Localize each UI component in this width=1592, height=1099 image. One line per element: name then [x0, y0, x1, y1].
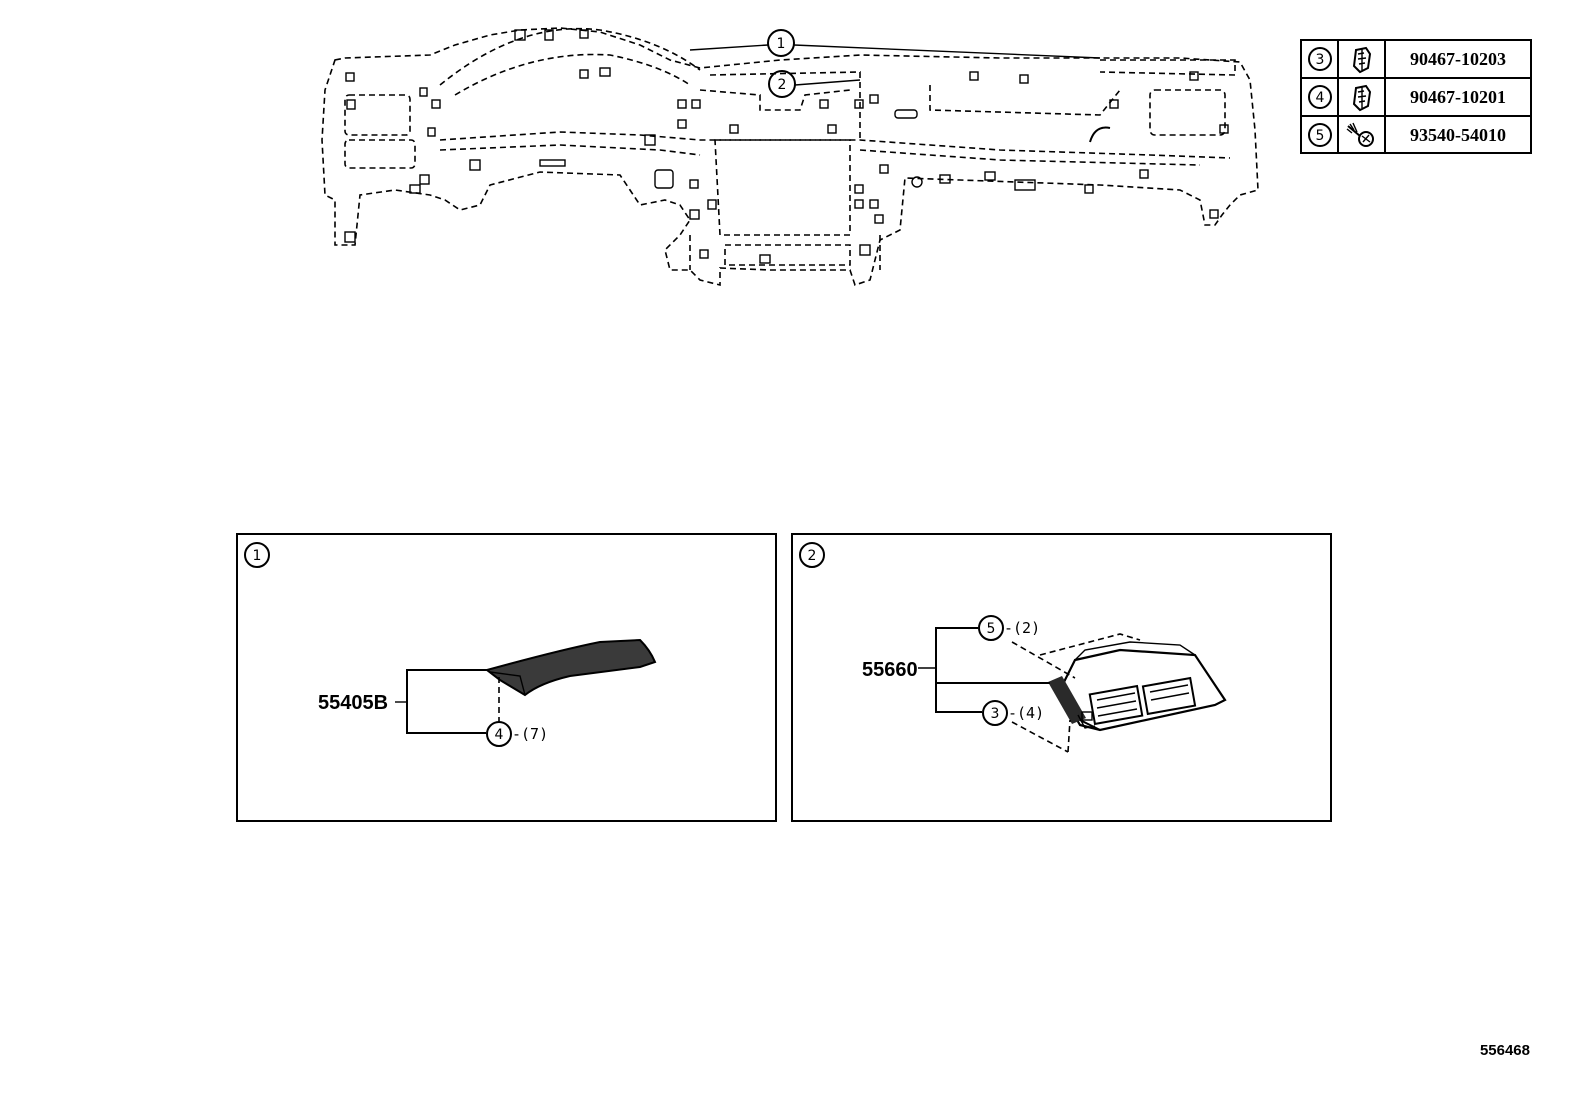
detail-box-1: 1 55405B 4 -(7): [236, 533, 777, 822]
detail-2-fastener-top-ref: 5: [987, 621, 996, 637]
instrument-panel-outline: [321, 27, 1259, 287]
figure-id: 556468: [1480, 1042, 1530, 1059]
fastener-row-1: 3 90467-10203: [1308, 46, 1506, 74]
detail-2-fastener-bottom-qty: -(4): [1008, 704, 1044, 722]
fastener-part-no-2: 90467-10201: [1410, 87, 1506, 107]
detail-1-fastener-qty: -(7): [512, 725, 548, 743]
detail-2-fastener-bottom-ref: 3: [991, 706, 1000, 722]
detail-1-part-no: 55405B: [318, 692, 388, 714]
callout-1: 1: [689, 29, 1101, 59]
fastener-part-no-3: 93540-54010: [1410, 125, 1506, 145]
callout-1-label: 1: [777, 36, 786, 52]
callout-2: 2: [768, 70, 861, 98]
center-vent-register: [1048, 641, 1227, 732]
fastener-ref-1: 3: [1316, 52, 1325, 68]
detail-box-2: 2 55660 5 -(2): [791, 533, 1332, 822]
fastener-table: 3 90467-10203 4 90467-10201 5: [1300, 39, 1532, 154]
callout-2-label: 2: [778, 77, 787, 93]
detail-2-fastener-top-qty: -(2): [1004, 619, 1040, 637]
detail-1-fastener-ref: 4: [495, 727, 504, 743]
fastener-row-2: 4 90467-10201: [1308, 84, 1506, 112]
fastener-ref-3: 5: [1316, 128, 1325, 144]
screw-icon: [1346, 122, 1374, 147]
fastener-row-3: 5 93540-54010: [1308, 122, 1506, 147]
detail-2-part-no: 55660: [862, 659, 918, 681]
top-cover-panel: [484, 638, 657, 697]
detail-1-ref: 1: [253, 548, 262, 564]
clip-icon: [1352, 46, 1372, 74]
fastener-ref-2: 4: [1316, 90, 1325, 106]
clip-icon: [1352, 84, 1372, 112]
fastener-part-no-1: 90467-10203: [1410, 49, 1506, 69]
detail-2-ref: 2: [808, 548, 817, 564]
